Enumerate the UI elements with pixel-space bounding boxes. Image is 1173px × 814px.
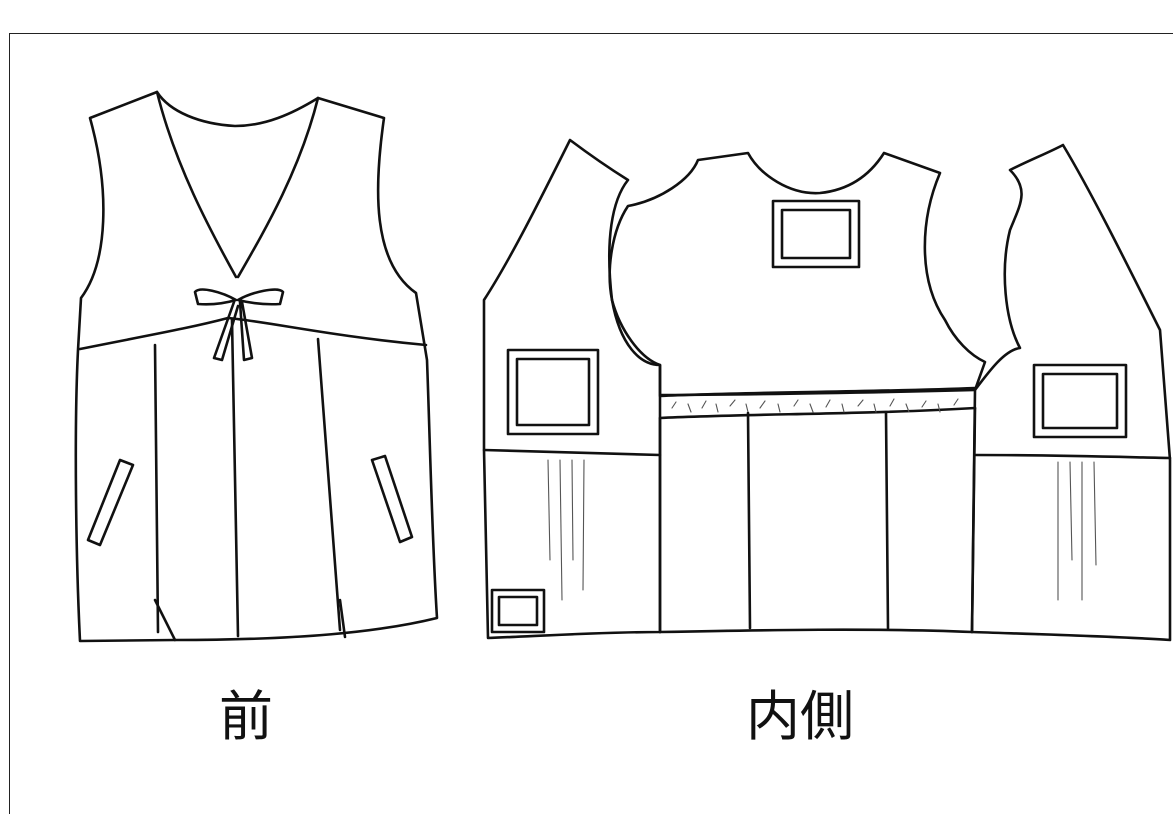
- inside-back-panel: [608, 151, 987, 397]
- front-left-neckline: [155, 90, 238, 279]
- inside-left-panel: [482, 138, 662, 640]
- inside-back-seam-4: [970, 406, 977, 634]
- patch-back-top-outer: [771, 199, 861, 269]
- inside-left-waist-seam: [482, 448, 662, 457]
- patch-right-inner: [1041, 372, 1119, 430]
- inside-back-hem: [658, 628, 974, 634]
- inside-label: 内側: [746, 685, 854, 748]
- inside-vest: [482, 138, 1172, 642]
- patch-left-outer: [506, 348, 600, 436]
- diagram-frame: [9, 33, 1173, 814]
- front-left-panel: [153, 343, 160, 634]
- patch-hem-outer: [490, 588, 546, 634]
- inside-back-seam-3: [884, 411, 890, 630]
- elastic-band-bottom: [658, 406, 977, 420]
- inside-right-gathers: [1057, 461, 1097, 601]
- garment-drawing: [74, 90, 1172, 643]
- bow-left-loop: [193, 288, 238, 306]
- patch-back-top-inner: [780, 208, 852, 260]
- elastic-band-shirring: [671, 398, 959, 413]
- bow-tail-left: [212, 300, 240, 362]
- front-pleat-right: [338, 598, 347, 639]
- patch-hem-inner: [497, 595, 539, 627]
- front-label: 前: [219, 685, 273, 748]
- inside-back-seam-2: [746, 411, 752, 630]
- patch-right-outer: [1032, 363, 1128, 439]
- front-right-neckline: [236, 96, 320, 279]
- front-center-opening: [230, 318, 240, 638]
- inside-right-panel: [970, 143, 1172, 642]
- patch-left-inner: [515, 357, 591, 427]
- front-right-panel: [316, 337, 342, 632]
- front-right-pocket: [370, 454, 414, 544]
- front-yoke-seam: [78, 316, 428, 351]
- front-vest-outline: [74, 90, 439, 643]
- elastic-band-top: [658, 386, 977, 398]
- inside-right-waist-seam: [973, 453, 1172, 460]
- inside-left-gathers: [547, 459, 585, 601]
- bow-tail-right: [238, 300, 254, 362]
- bow-right-loop: [236, 288, 285, 306]
- front-left-pocket: [86, 458, 135, 547]
- front-pleat-left: [153, 598, 177, 642]
- front-vest: [74, 90, 439, 643]
